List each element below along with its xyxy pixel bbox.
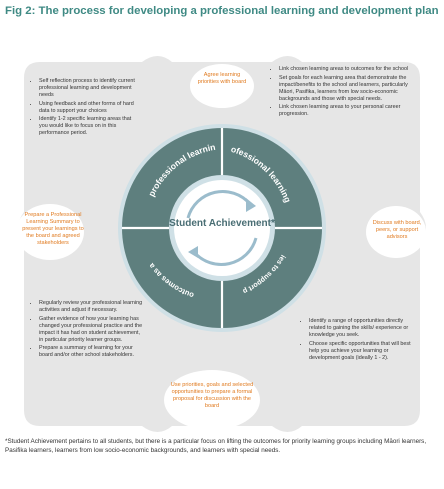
bullet-item: Identify a range of opportunities direct… — [309, 318, 416, 339]
arrowhead-icon — [188, 246, 198, 258]
bullet-item: Prepare a summary of learning for your b… — [39, 345, 144, 359]
bubble-left — [16, 204, 84, 260]
note-formal-proposal: Use priorities, goals and selected oppor… — [170, 382, 254, 409]
center-label: Student Achievement* — [169, 218, 275, 229]
cycle-arrow-bottom — [192, 237, 258, 266]
bullet-item: Regularly review your professional learn… — [39, 300, 144, 314]
bullet-item: Choose specific opportunities that will … — [309, 341, 416, 362]
bullets-select-opportunities: Identify a range of opportunities direct… — [302, 318, 416, 363]
footnote: *Student Achievement pertains to all stu… — [5, 438, 427, 454]
note-discuss: Discuss with board, peers, or support ad… — [372, 220, 422, 240]
bullet-item: Using feedback and other forms of hard d… — [39, 101, 136, 115]
bubble-right — [366, 206, 426, 258]
bullet-item: Link chosen learning areas to your perso… — [279, 104, 414, 118]
note-agree-priorities: Agree learning priorities with board — [197, 72, 247, 85]
arrowhead-icon — [246, 198, 256, 212]
segment-dividers — [122, 128, 322, 328]
bubble-bottom — [164, 370, 260, 430]
bullet-item: Link chosen learning areas to outcomes f… — [279, 66, 414, 73]
note-bubbles — [16, 64, 426, 430]
bullets-identify-needs: Self reflection process to identify curr… — [32, 78, 136, 139]
bubble-top — [190, 64, 254, 108]
cycle-arrow-top — [186, 190, 252, 219]
cycle-arrows — [186, 190, 258, 266]
note-prepare-summary: Prepare a Professional Learning Summary … — [22, 212, 84, 246]
bullet-item: Self reflection process to identify curr… — [39, 78, 136, 99]
bullets-evaluate: Regularly review your professional learn… — [32, 300, 144, 361]
cycle-arrowheads — [188, 198, 256, 258]
bullets-set-goals: Link chosen learning areas to outcomes f… — [272, 66, 414, 120]
bullet-item: Set goals for each learning area that de… — [279, 75, 414, 103]
bullet-item: Identify 1-2 specific learning areas tha… — [39, 116, 136, 137]
figure-title: Fig 2: The process for developing a prof… — [5, 5, 439, 17]
bullet-item: Gather evidence of how your learning has… — [39, 316, 144, 344]
